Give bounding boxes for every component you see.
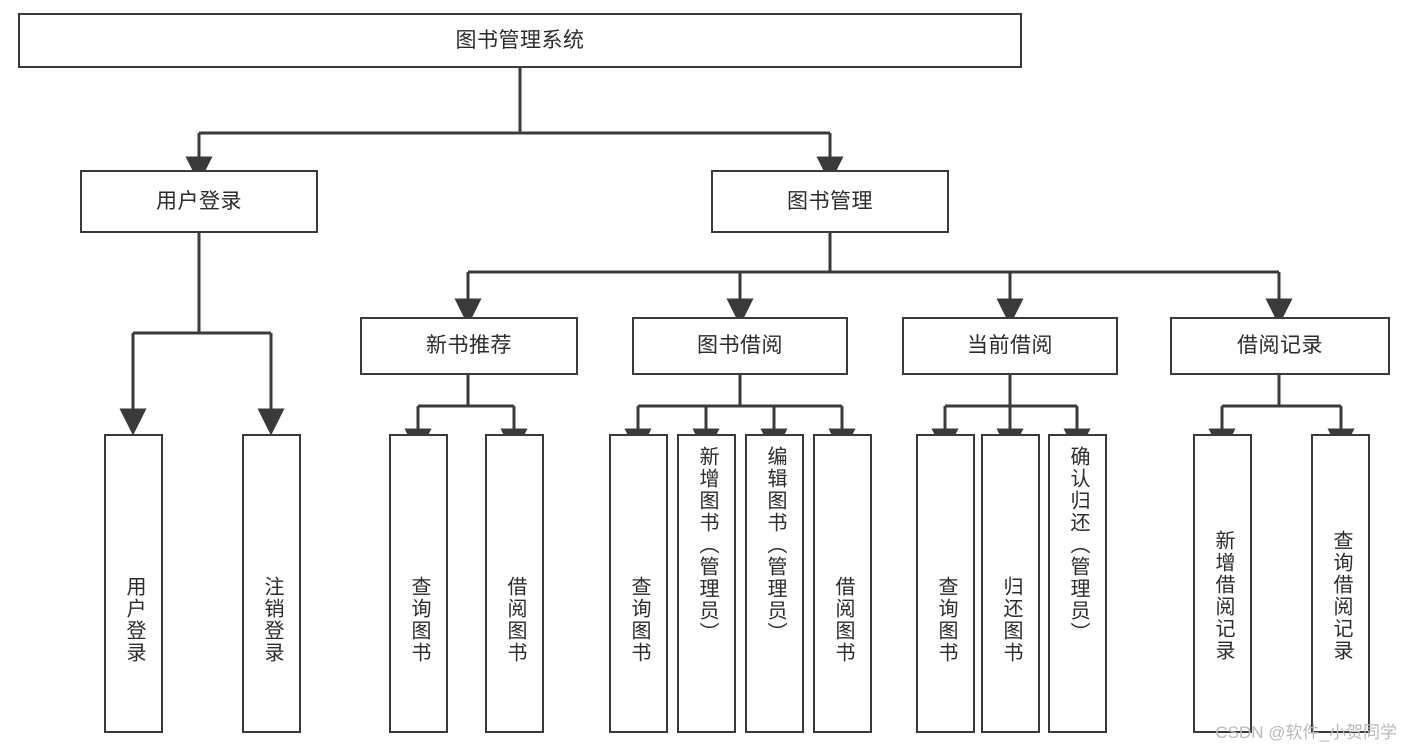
leaf-borrow-add-book[interactable]: 新增图书（管理员） <box>677 434 736 733</box>
leaf-borrow-query-book-label: 查询图书 <box>628 576 650 664</box>
watermark-text: CSDN @软件_小贺同学 <box>1215 723 1397 742</box>
leaf-record-add-label: 新增借阅记录 <box>1212 530 1234 662</box>
leaf-logout-label: 注销登录 <box>261 576 283 664</box>
leaf-user-login-label: 用户登录 <box>123 576 145 664</box>
leaf-record-query-label: 查询借阅记录 <box>1330 530 1352 662</box>
leaf-borrow-add-book-label: 新增图书（管理员） <box>696 446 718 644</box>
leaf-borrow-borrow-book[interactable]: 借阅图书 <box>813 434 872 733</box>
node-root[interactable]: 图书管理系统 <box>18 13 1022 68</box>
leaf-new-book-query[interactable]: 查询图书 <box>389 434 448 733</box>
leaf-new-book-borrow-label: 借阅图书 <box>504 576 526 664</box>
node-book-borrow[interactable]: 图书借阅 <box>632 317 848 375</box>
node-user-login[interactable]: 用户登录 <box>80 170 318 233</box>
leaf-borrow-borrow-book-label: 借阅图书 <box>832 576 854 664</box>
leaf-current-query-book-label: 查询图书 <box>935 576 957 664</box>
leaf-current-return-book[interactable]: 归还图书 <box>981 434 1040 733</box>
node-borrow-record-label: 借阅记录 <box>1237 334 1323 358</box>
leaf-user-login[interactable]: 用户登录 <box>104 434 163 733</box>
node-user-login-label: 用户登录 <box>156 189 242 213</box>
node-new-book-recommend-label: 新书推荐 <box>426 334 512 358</box>
node-book-management[interactable]: 图书管理 <box>711 170 949 233</box>
leaf-record-add[interactable]: 新增借阅记录 <box>1193 434 1252 733</box>
leaf-borrow-edit-book-label: 编辑图书（管理员） <box>764 446 786 644</box>
leaf-borrow-edit-book[interactable]: 编辑图书（管理员） <box>745 434 804 733</box>
node-new-book-recommend[interactable]: 新书推荐 <box>360 317 578 375</box>
leaf-new-book-query-label: 查询图书 <box>408 576 430 664</box>
node-book-management-label: 图书管理 <box>787 189 873 213</box>
node-current-borrow[interactable]: 当前借阅 <box>902 317 1118 375</box>
node-borrow-record[interactable]: 借阅记录 <box>1170 317 1390 375</box>
leaf-current-return-book-label: 归还图书 <box>1000 576 1022 664</box>
node-book-borrow-label: 图书借阅 <box>697 334 783 358</box>
leaf-current-confirm-return[interactable]: 确认归还（管理员） <box>1048 434 1107 733</box>
leaf-current-query-book[interactable]: 查询图书 <box>916 434 975 733</box>
node-root-label: 图书管理系统 <box>455 28 585 52</box>
leaf-borrow-query-book[interactable]: 查询图书 <box>609 434 668 733</box>
leaf-record-query[interactable]: 查询借阅记录 <box>1311 434 1370 733</box>
leaf-logout[interactable]: 注销登录 <box>242 434 301 733</box>
leaf-new-book-borrow[interactable]: 借阅图书 <box>485 434 544 733</box>
leaf-current-confirm-return-label: 确认归还（管理员） <box>1067 446 1089 644</box>
node-current-borrow-label: 当前借阅 <box>967 334 1053 358</box>
